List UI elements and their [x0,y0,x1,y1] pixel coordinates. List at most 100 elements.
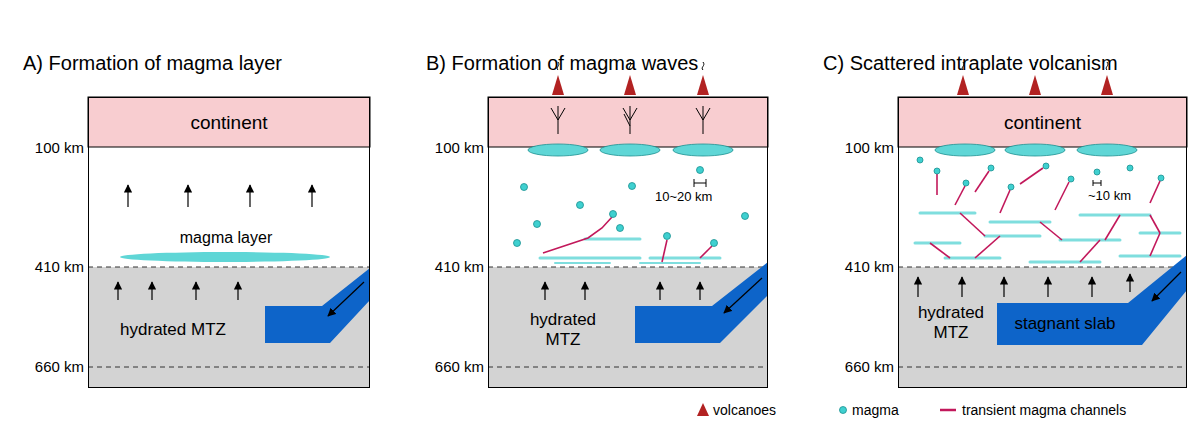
band-label: hydrated MTZ [521,310,605,351]
magma-lens [1030,261,1100,264]
magma-channel [1040,222,1062,240]
stagnant-slab: stagnant slab [998,303,1148,345]
magma-dot [711,240,718,247]
depth-label: 660 km [420,358,484,376]
magma-channel [1105,215,1120,240]
magma-channel [1055,182,1069,210]
dike-symbol [696,106,710,134]
panel-title: B) Formation of magma waves [426,51,698,75]
magma-dot [742,213,749,220]
depth-label: 100 km [420,139,484,157]
magma-channel [1020,168,1043,184]
label-slot: 410 km [20,258,84,276]
label-slot: 10~20 km [655,189,765,205]
magma-dot [697,167,704,174]
scale-label: 10~20 km [655,189,765,205]
upwelling-arrow [1129,274,1130,292]
upwelling-arrow [699,282,700,300]
depth-label: 410 km [830,258,894,276]
legend-text: transient magma channels [962,402,1126,419]
band-label: hydrated MTZ [909,303,993,344]
upwelling-arrow [1091,277,1092,297]
legend-volcano-sample [697,403,709,416]
upwelling-arrow [151,282,152,300]
scale-bar [1093,180,1101,186]
upwelling-arrow [187,185,188,207]
upwelling-arrow [237,282,238,300]
legend-entry: magma [852,402,899,419]
magma-dot [577,202,584,209]
magma-dot [617,225,624,232]
magma-dot [664,233,671,240]
upwelling-arrow [961,277,962,297]
upwelling-arrow [544,282,545,300]
legend-entry: volcanoes [713,402,776,419]
dike-symbol [551,106,565,134]
magma-channel [543,217,612,253]
label-slot: 660 km [20,358,84,376]
slab-arrow [1152,272,1181,301]
continent-band: continent [89,98,371,148]
depth-410-line [488,267,768,268]
magma-lens [640,262,700,264]
magma-dot [514,240,521,247]
depth-410-line [898,267,1187,268]
magma-channel [930,243,950,258]
volcano-symbol [697,75,709,95]
slab-shape [265,268,370,343]
upwelling-arrow [117,282,118,300]
slab-shape [635,262,768,343]
magma-dot [917,157,923,163]
mtz-band: hydrated MTZ [89,268,371,388]
magma-dot [521,184,528,191]
magma-channel [936,174,938,195]
label-slot: ~10 km [1088,188,1178,204]
scale-label: ~10 km [1088,188,1178,204]
magma-dot [934,168,940,174]
label-slot: 100 km [20,139,84,157]
continent-band [88,97,370,147]
magma-lens [920,212,975,215]
magma-dot [534,221,541,228]
label-slot: 660 km [830,358,894,376]
depth-label: 410 km [420,258,484,276]
magma-lens [585,238,640,241]
label-slot: 410 km [830,258,894,276]
smoke-squiggle [702,62,704,70]
upwelling-arrow [1047,277,1048,297]
band-label: continent [89,112,369,135]
slab-shape [997,255,1187,345]
mtz-band: hydrated MTZ [489,268,769,388]
magma-channel [1000,190,1010,213]
depth-660-line [488,367,768,368]
magma-lens [1077,144,1137,156]
magma-lens [935,144,995,156]
panel-title: A) Formation of magma layer [23,51,282,75]
magma-lens [528,144,588,156]
magma-dot [1008,184,1014,190]
continent-band [898,97,1187,147]
legend-text: volcanoes [713,402,776,419]
slab-arrow [328,282,364,316]
label-slot: 410 km [420,258,484,276]
depth-label: 100 km [20,139,84,157]
volcano-symbol [957,75,969,95]
depth-660-line [88,367,370,368]
magma-dot [1043,163,1049,169]
magma-lens [1060,239,1120,242]
upwelling-arrow [659,282,660,300]
legend-channel-sample [940,409,956,412]
magma-channel [1150,181,1160,203]
dike-symbol [623,106,637,134]
legend-text: magma [852,402,899,419]
label-slot: 100 km [420,139,484,157]
layer-label: magma layer [151,228,301,247]
volcano-symbol [1101,75,1113,95]
upwelling-arrow [917,277,918,297]
magma-dot [1127,165,1133,171]
magma-channel [1080,240,1100,262]
upwelling-arrow [249,185,250,207]
upwelling-arrow [584,282,585,300]
panel-frame: B) Formation of magma waveshydrated MTZ [488,97,768,388]
